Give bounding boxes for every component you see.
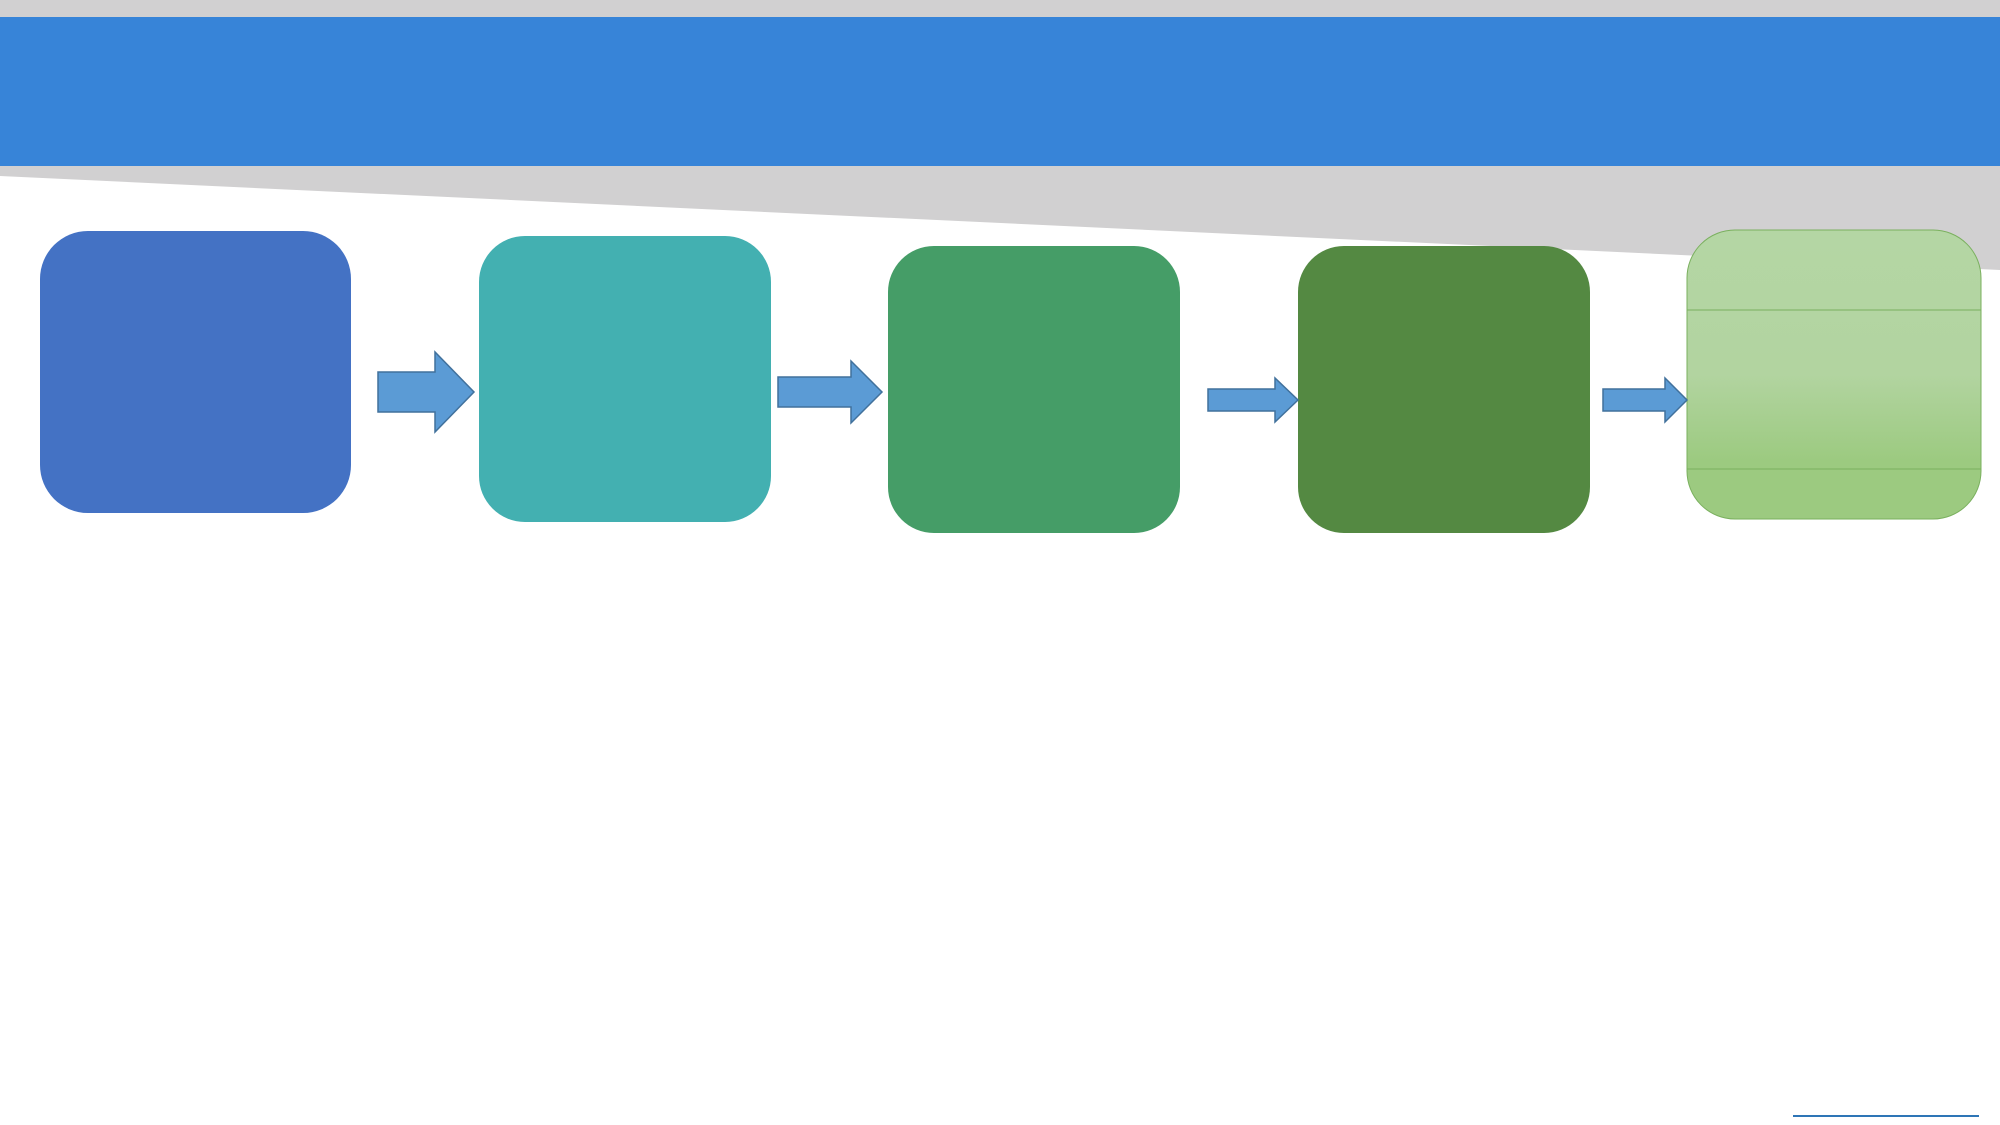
header-wedge	[0, 166, 2000, 270]
arrow-right-icon	[377, 350, 476, 434]
title-bar	[0, 17, 2000, 166]
top-strip	[0, 0, 2000, 17]
flow-step-2	[479, 236, 771, 522]
flow-step-3	[888, 246, 1180, 533]
arrow-right-icon	[777, 359, 884, 425]
flow-step-4	[1298, 246, 1590, 533]
slide-title	[40, 30, 1940, 130]
arrow-right-icon	[1207, 376, 1300, 424]
flow-step-1	[40, 231, 351, 513]
arrow-right-icon	[1602, 376, 1689, 424]
flow-step-5	[1686, 229, 1982, 520]
